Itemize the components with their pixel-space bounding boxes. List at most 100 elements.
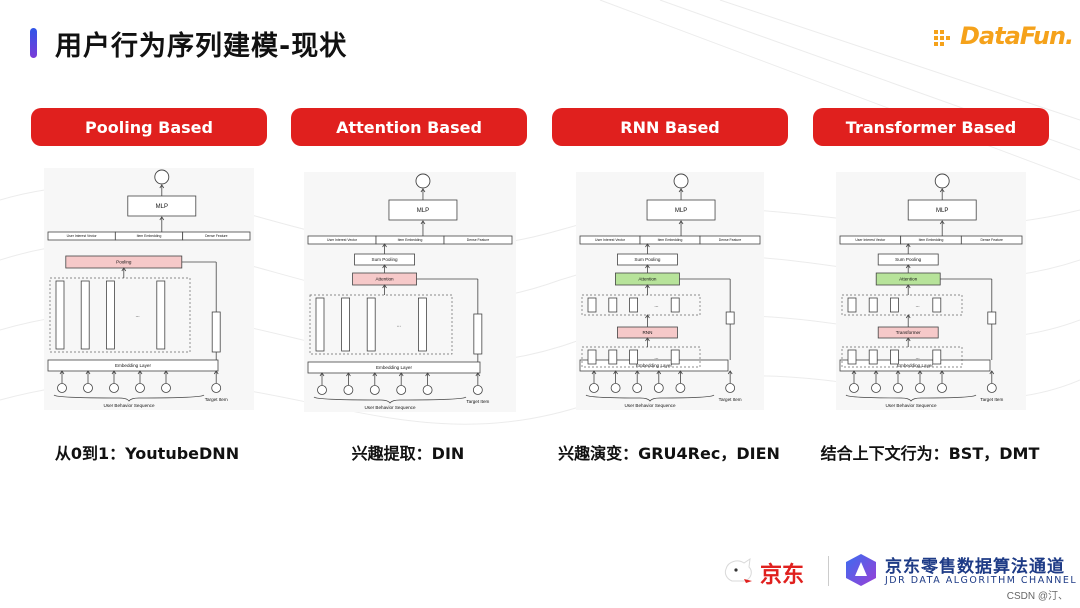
sequence-brace <box>845 394 977 402</box>
mid-highlight-label: Attention <box>638 277 657 282</box>
target-item-label: Target Item <box>205 397 228 402</box>
lower-sequence-cell <box>670 349 680 365</box>
concat-segment-2-label: Dense Feature <box>467 238 490 242</box>
concat-segment-2-box <box>182 231 251 241</box>
target-input-node <box>986 383 997 393</box>
brand-name: DataFun. <box>960 22 1074 50</box>
sum-arrow-up-head <box>905 243 911 248</box>
behavior-input-node <box>871 383 881 393</box>
target-embedding <box>473 313 483 355</box>
mlp-box <box>388 199 458 221</box>
concat-segment-0-label: User Interest Vector <box>327 238 358 242</box>
lower-sequence-cell <box>890 349 899 365</box>
mid-highlight-label: Attention <box>375 277 394 282</box>
target-embedding <box>725 311 735 325</box>
seq-to-lower-arrow-head <box>645 337 650 342</box>
behavior-sequence-cell <box>418 297 427 352</box>
behavior-input-node <box>396 385 407 395</box>
behavior-input-arrow-head <box>873 370 879 375</box>
target-input-arrow-head <box>475 372 481 377</box>
output-node <box>154 169 170 185</box>
concat-segment-0-label: User Interest Vector <box>855 238 886 242</box>
behavior-input-arrow-head <box>613 370 618 375</box>
seq-to-mid-arrow-head <box>382 284 387 289</box>
lower-sequence-frame <box>581 346 701 368</box>
header-rnn-based: RNN Based <box>552 108 788 146</box>
behavior-sequence-ellipsis: ... <box>397 323 401 329</box>
attn-arrow-up-head <box>382 264 387 269</box>
behavior-sequence-label: User Behavior Sequence <box>364 405 416 410</box>
mlp-label: MLP <box>936 208 948 214</box>
concat-segment-1-label: Item Embedding <box>137 234 162 238</box>
upper-sequence-cell <box>608 297 618 313</box>
output-node <box>415 173 431 189</box>
behavior-input-node <box>893 383 903 393</box>
behavior-input-arrow-head <box>656 370 662 375</box>
target-embedding <box>211 311 221 353</box>
sum-arrow-up-head <box>645 243 650 248</box>
behavior-input-node <box>849 383 859 393</box>
concat-segment-0-label: User Interest Vector <box>595 238 626 242</box>
mlp-label: MLP <box>156 204 168 210</box>
datafun-logo-icon <box>934 30 950 46</box>
behavior-input-node <box>161 383 171 393</box>
embedding-layer-label: Embedding Layer <box>897 363 933 368</box>
target-item-label: Target Item <box>466 399 489 404</box>
embedding-layer-box <box>839 359 991 372</box>
mlp-box <box>646 199 716 221</box>
behavior-input-arrow-head <box>939 370 945 375</box>
upper-sequence-cell <box>587 297 597 313</box>
target-input-node <box>725 383 736 393</box>
csdn-watermark: CSDN @汀、 <box>1006 591 1068 602</box>
target-input-arrow-head <box>989 370 995 375</box>
header-pooling-based: Pooling Based <box>31 108 267 146</box>
mid-highlight-label: Attention <box>899 277 918 282</box>
behavior-input-node <box>937 383 947 393</box>
behavior-input-node <box>675 383 686 393</box>
caption-gru4rec-dien: 兴趣演变：GRU4Rec，DIEN <box>558 444 780 463</box>
header-transformer-based: Transformer Based <box>813 108 1049 146</box>
mlp-arrow-head <box>159 216 165 221</box>
behavior-input-node <box>422 385 433 395</box>
seq-to-mid-arrow-head <box>121 267 127 272</box>
embedding-layer-box <box>579 359 729 372</box>
upper-sequence-cell <box>670 297 680 313</box>
lower-to-upper-arrow-head <box>905 314 911 319</box>
behavior-input-arrow-head <box>591 370 597 375</box>
concat-segment-2-label: Dense Feature <box>205 234 228 238</box>
jd-logo: 京东 <box>722 552 822 588</box>
upper-to-mid-arrow-head <box>905 284 911 289</box>
caption-bst-dmt: 结合上下文行为：BST，DMT <box>820 444 1040 463</box>
behavior-input-node <box>343 385 354 395</box>
behavior-sequence-label: User Behavior Sequence <box>885 403 937 408</box>
sequence-brace <box>53 394 205 402</box>
output-arrow-head <box>159 184 165 189</box>
behavior-input-node <box>589 383 599 393</box>
behavior-sequence-cell <box>106 280 115 350</box>
upper-sequence-cell <box>868 297 878 313</box>
brand-logo: DataFun. <box>934 22 1074 54</box>
mlp-label: MLP <box>417 208 429 214</box>
output-node <box>934 173 950 189</box>
diagram-attention: MLP User Interest Vector Item Embedding Den… <box>304 172 516 412</box>
upper-sequence-cell <box>890 297 899 313</box>
sequence-brace <box>585 394 715 402</box>
mlp-label: MLP <box>675 208 687 214</box>
caption-youtubednn: 从0到1：YoutubeDNN <box>54 444 240 463</box>
behavior-sequence-cell <box>156 280 166 350</box>
concat-segment-1-label: Item Embedding <box>398 238 423 242</box>
upper-sequence-frame <box>581 294 701 316</box>
sum-pooling-label: Sum Pooling <box>895 257 921 262</box>
behavior-sequence-frame <box>309 294 453 355</box>
sum-pooling-label: Sum Pooling <box>634 257 660 262</box>
behavior-sequence-cell <box>80 280 90 350</box>
lower-sequence-cell <box>868 349 878 365</box>
behavior-input-arrow-head <box>895 370 901 375</box>
behavior-input-node <box>109 383 119 393</box>
behavior-input-node <box>653 383 664 393</box>
jdr-channel-english: JDR DATA ALGORITHM CHANNEL <box>885 575 1078 586</box>
behavior-input-arrow-head <box>137 370 143 375</box>
concat-segment-2-label: Dense Feature <box>719 238 742 242</box>
lower-sequence-ellipsis: ... <box>654 355 658 361</box>
lower-block-label: RNN <box>642 330 652 335</box>
